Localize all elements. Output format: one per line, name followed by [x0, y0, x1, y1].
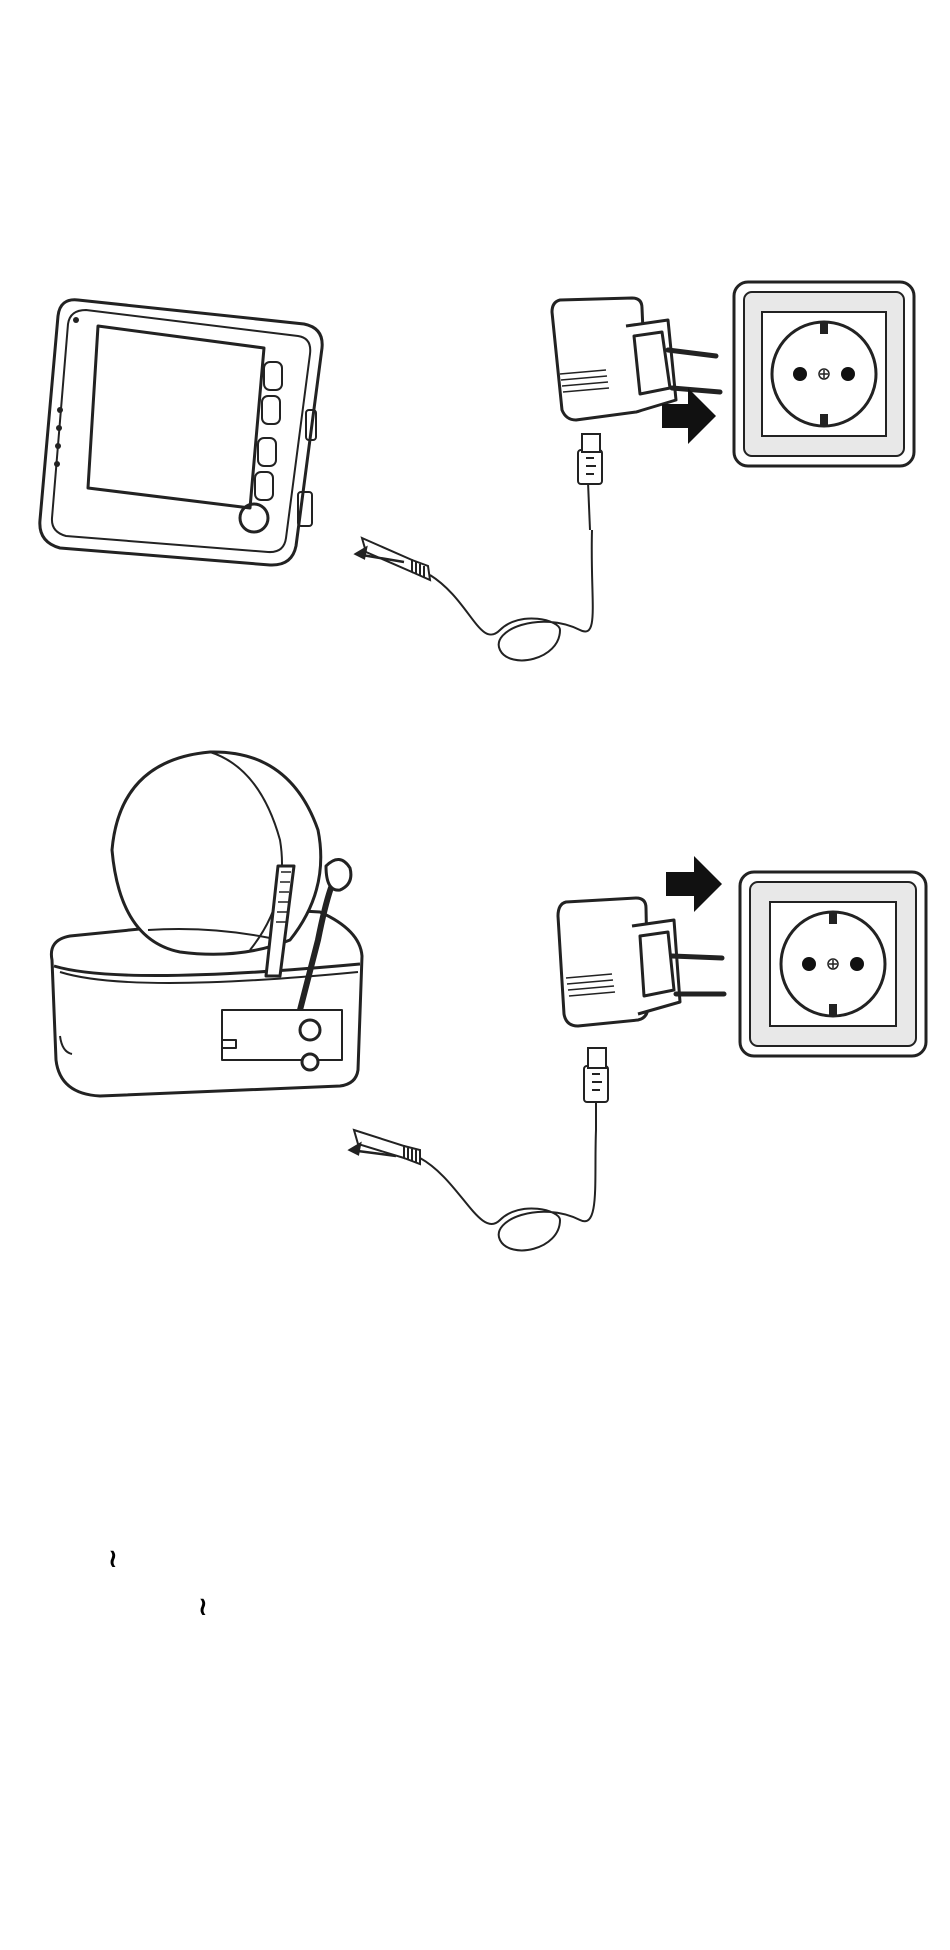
wall-socket-icon — [734, 282, 914, 466]
mark-glyph: ≀ — [108, 1546, 118, 1572]
usb-cable-icon — [362, 434, 602, 660]
camera-charging-illustration — [0, 740, 950, 1300]
plug-in-arrow-icon — [666, 856, 722, 912]
usb-cable-icon — [354, 1048, 608, 1250]
wall-socket-icon — [740, 872, 926, 1056]
monitor-charging-drawing — [0, 270, 950, 670]
power-adapter-icon — [558, 898, 724, 1026]
camera-charging-drawing — [0, 740, 950, 1300]
monitor-icon — [40, 300, 322, 565]
mark-glyph: ≀ — [198, 1594, 208, 1620]
monitor-charging-illustration — [0, 270, 950, 670]
camera-icon — [51, 752, 362, 1096]
